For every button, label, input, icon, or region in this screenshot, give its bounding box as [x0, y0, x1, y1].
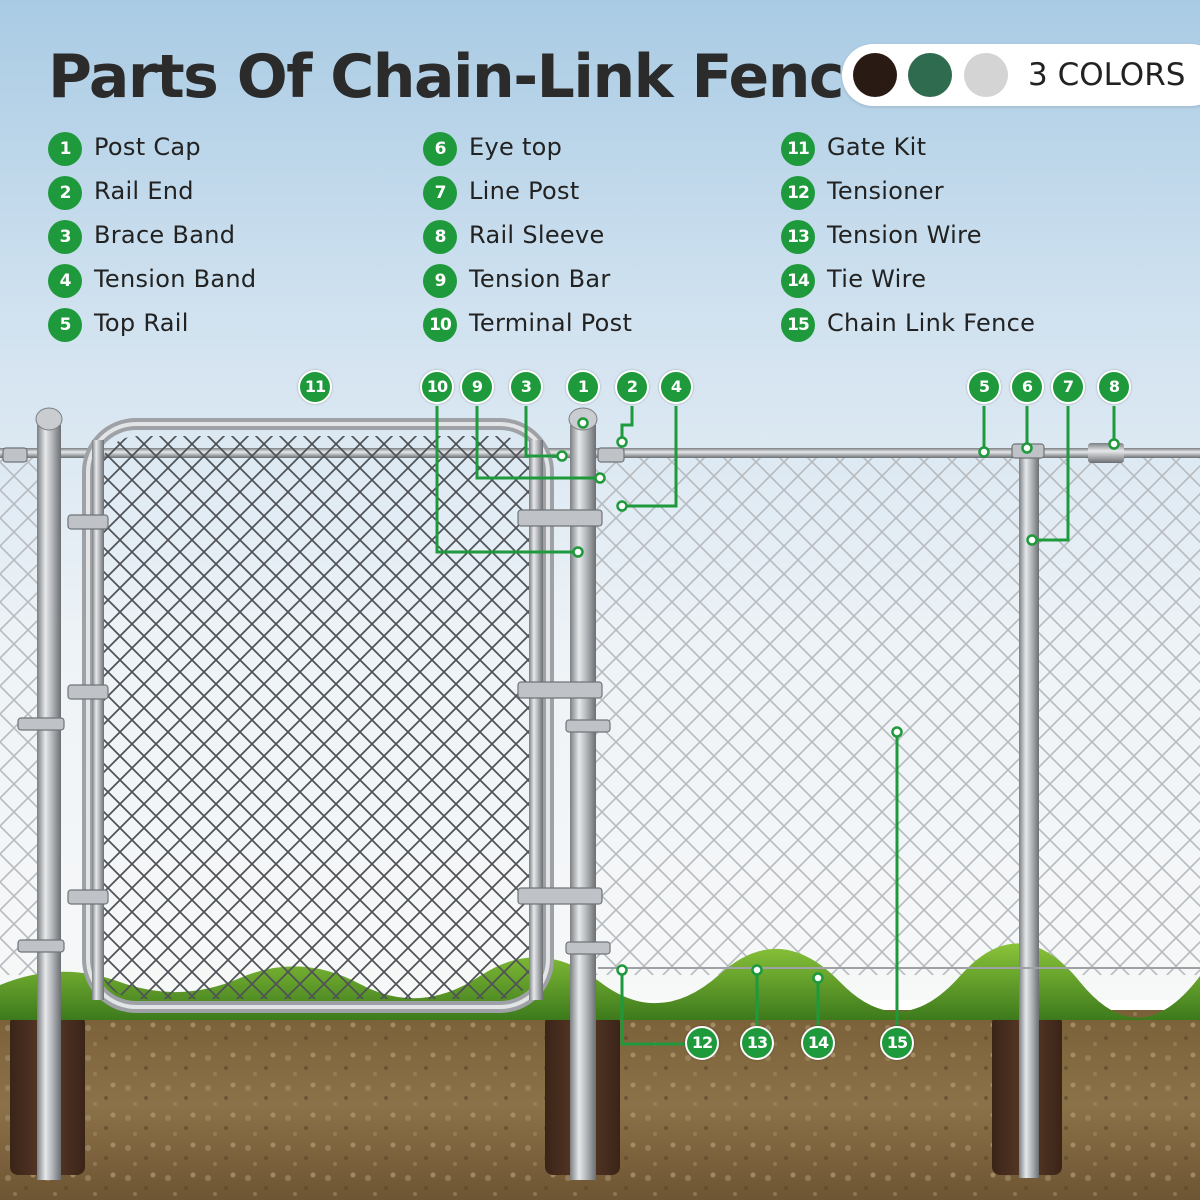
callout-tensioner: 12 — [685, 1026, 719, 1060]
legend-label: Tie Wire — [827, 265, 927, 293]
callout-rail-end: 2 — [615, 370, 649, 404]
legend-number-badge: 14 — [781, 264, 815, 298]
legend-number-badge: 9 — [423, 264, 457, 298]
callout-top-rail: 5 — [967, 370, 1001, 404]
legend-number-badge: 13 — [781, 220, 815, 254]
callout-tension-bar: 9 — [460, 370, 494, 404]
legend-label: Tension Bar — [469, 265, 611, 293]
legend-label: Brace Band — [94, 221, 236, 249]
callout-gate-kit: 11 — [298, 370, 332, 404]
legend-number-badge: 3 — [48, 220, 82, 254]
legend-label: Post Cap — [94, 133, 201, 161]
colors-count-label: 3 COLORS — [1028, 57, 1186, 93]
legend-label: Line Post — [469, 177, 580, 205]
legend-label: Rail End — [94, 177, 194, 205]
legend-number-badge: 4 — [48, 264, 82, 298]
callout-line-post: 7 — [1051, 370, 1085, 404]
legend-label: Top Rail — [94, 309, 189, 337]
legend-number-badge: 2 — [48, 176, 82, 210]
legend-number-badge: 5 — [48, 308, 82, 342]
legend-label: Tensioner — [827, 177, 944, 205]
callout-tension-band: 4 — [659, 370, 693, 404]
legend-number-badge: 6 — [423, 132, 457, 166]
callout-leaders — [435, 406, 1116, 1046]
legend-number-badge: 11 — [781, 132, 815, 166]
line-post — [1019, 458, 1039, 1178]
legend-label: Eye top — [469, 133, 563, 161]
callout-chain-link-fence: 15 — [880, 1026, 914, 1060]
color-swatch-silver — [964, 53, 1008, 97]
legend-label: Rail Sleeve — [469, 221, 605, 249]
color-swatch-green — [908, 53, 952, 97]
legend-number-badge: 10 — [423, 308, 457, 342]
legend-label: Gate Kit — [827, 133, 927, 161]
legend-label: Chain Link Fence — [827, 309, 1036, 337]
color-options: 3 COLORS — [842, 44, 1200, 106]
page-title: Parts Of Chain-Link Fence — [48, 42, 884, 112]
callout-tension-wire: 13 — [740, 1026, 774, 1060]
callout-rail-sleeve: 8 — [1097, 370, 1131, 404]
legend-label: Terminal Post — [469, 309, 633, 337]
color-swatch-black — [853, 53, 897, 97]
callout-tie-wire: 14 — [801, 1026, 835, 1060]
legend-label: Tension Wire — [827, 221, 982, 249]
legend-number-badge: 15 — [781, 308, 815, 342]
legend-label: Tension Band — [94, 265, 257, 293]
legend-number-badge: 7 — [423, 176, 457, 210]
callout-brace-band: 3 — [509, 370, 543, 404]
legend-number-badge: 12 — [781, 176, 815, 210]
legend-number-badge: 8 — [423, 220, 457, 254]
legend-number-badge: 1 — [48, 132, 82, 166]
callout-terminal-post: 10 — [420, 370, 454, 404]
callout-post-cap: 1 — [566, 370, 600, 404]
callout-points — [556, 417, 1120, 984]
callout-eye-top: 6 — [1010, 370, 1044, 404]
